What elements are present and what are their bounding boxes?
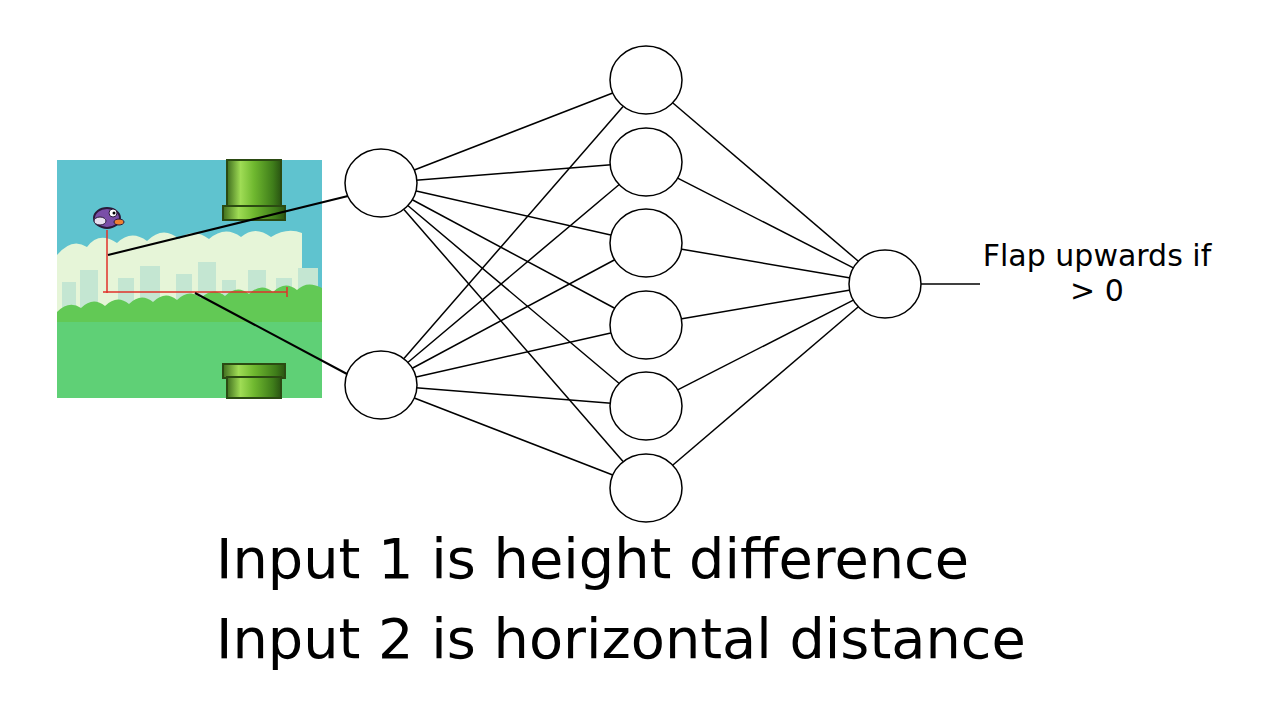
game-screenshot xyxy=(57,160,322,398)
connection-line xyxy=(404,106,623,358)
neuron-circle xyxy=(849,250,921,318)
neuron-circle xyxy=(610,46,682,114)
connection-line xyxy=(677,300,854,390)
network-connections xyxy=(404,93,858,476)
bird xyxy=(94,208,124,228)
connection-line xyxy=(415,333,612,378)
connection-line xyxy=(673,307,859,466)
neuron-circle xyxy=(345,149,417,217)
connection-line xyxy=(677,178,854,268)
connection-line xyxy=(414,93,614,171)
connection-line xyxy=(414,398,614,476)
neuron-circle xyxy=(610,372,682,440)
connection-line xyxy=(416,165,611,180)
connection-line xyxy=(415,191,612,236)
neuron-circle xyxy=(345,351,417,419)
connection-line xyxy=(673,103,859,262)
connection-line xyxy=(416,388,611,403)
connection-line xyxy=(680,249,850,278)
input-note: Input 1 is height difference xyxy=(216,526,1276,592)
neuron-circle xyxy=(610,454,682,522)
neuron-circle xyxy=(610,209,682,277)
output-rule: Flap upwards if > 0 xyxy=(972,238,1222,308)
connection-line xyxy=(404,209,623,461)
network-neurons xyxy=(345,46,921,522)
neuron-circle xyxy=(610,291,682,359)
neuron-circle xyxy=(610,128,682,196)
connection-line xyxy=(412,260,615,369)
input-note: Input 2 is horizontal distance xyxy=(216,606,1276,672)
